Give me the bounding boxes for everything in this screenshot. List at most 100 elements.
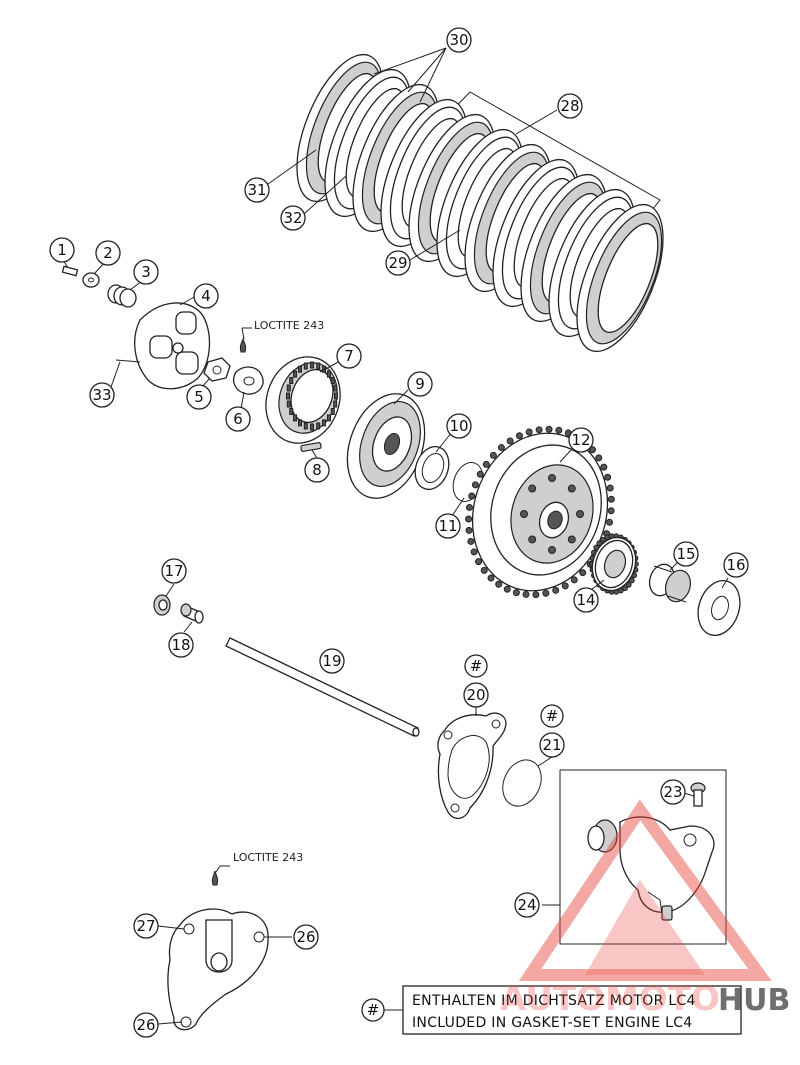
pressure-cap-screw (61, 265, 79, 277)
needle-bearing-15 (648, 563, 692, 603)
callout-number: 17 (164, 562, 183, 580)
callout-p8: 8 (304, 457, 330, 483)
callout-p2: 2 (95, 240, 121, 266)
watermark-text-right: HUB (718, 983, 790, 1018)
callout-p5: 5 (186, 384, 212, 410)
callout-number: 11 (438, 517, 457, 535)
callout-p16: 16 (723, 552, 749, 578)
clutch-plate (576, 203, 664, 353)
callout-p26b: 26 (133, 1012, 159, 1038)
clutch-disc-9 (346, 393, 426, 499)
callout-p3: 3 (133, 259, 159, 285)
washer-2 (82, 272, 100, 288)
callout-number: 26 (296, 928, 315, 946)
callout-p11: 11 (435, 513, 461, 539)
callout-number: 21 (542, 736, 561, 754)
callout-number: 15 (676, 545, 695, 563)
callout-p31: 31 (244, 177, 270, 203)
callout-number: 2 (103, 244, 113, 262)
nut-5 (203, 357, 231, 382)
callout-number: 31 (247, 181, 266, 199)
callout-p29: 29 (385, 250, 411, 276)
callout-number: 16 (726, 556, 745, 574)
gasket-20 (437, 712, 507, 819)
clutch-plate-stack (296, 53, 664, 353)
callout-number: 3 (141, 263, 151, 281)
callout-p26a: 26 (293, 924, 319, 950)
slave-cylinder-24 (587, 816, 715, 921)
callout-p14: 14 (573, 587, 599, 613)
callout-number: 6 (233, 410, 243, 428)
callout-number: 7 (344, 347, 354, 365)
hash-symbol: # (546, 707, 559, 725)
callout-number: 5 (194, 388, 204, 406)
legend-line-de: ENTHALTEN IM DICHTSATZ MOTOR LC4 (412, 993, 696, 1009)
callout-p17: 17 (161, 558, 187, 584)
callout-number: 28 (560, 97, 579, 115)
callout-number: 27 (136, 917, 155, 935)
loctite-note-bottom: LOCTITE 243 (233, 851, 303, 864)
shim-16 (697, 580, 741, 636)
callout-p33: 33 (89, 382, 115, 408)
watermark-text-left: AUTOMOTO (500, 979, 720, 1019)
push-rod-19 (225, 637, 420, 737)
callout-number: 26 (136, 1016, 155, 1034)
bushing-18 (180, 603, 204, 624)
assembly-box-24 (559, 769, 727, 945)
legend: # ENTHALTEN IM DICHTSATZ MOTOR LC4 INCLU… (361, 985, 742, 1035)
callout-p23: 23 (660, 779, 686, 805)
gasket-set-marker: # (464, 654, 488, 678)
pressure-plate-4 (134, 302, 211, 390)
callout-number: 33 (92, 386, 111, 404)
callout-number: 32 (283, 209, 302, 227)
callout-p10: 10 (446, 413, 472, 439)
callout-number: 10 (449, 417, 468, 435)
callout-p32: 32 (280, 205, 306, 231)
callout-p4: 4 (193, 283, 219, 309)
spring-8 (300, 442, 322, 452)
callout-p12: 12 (568, 427, 594, 453)
callout-p18: 18 (168, 632, 194, 658)
gear-14 (589, 533, 639, 595)
callout-number: 30 (449, 31, 468, 49)
callout-number: 24 (517, 896, 536, 914)
callout-number: 12 (571, 431, 590, 449)
callout-number: 4 (201, 287, 211, 305)
hash-symbol: # (470, 657, 483, 675)
callout-number: 14 (576, 591, 595, 609)
callout-p28: 28 (557, 93, 583, 119)
inner-clutch-hub-7 (265, 356, 341, 444)
callout-p7: 7 (336, 343, 362, 369)
cover-plate (167, 908, 269, 1031)
callout-p27: 27 (133, 913, 159, 939)
gasket-set-marker: # (540, 704, 564, 728)
pin-33 (115, 359, 141, 363)
seal-17 (153, 594, 171, 616)
callout-p21: 21 (539, 732, 565, 758)
callout-number: 18 (171, 636, 190, 654)
callout-p19: 19 (319, 648, 345, 674)
callout-p30: 30 (446, 27, 472, 53)
callout-number: 8 (312, 461, 322, 479)
callout-number: 1 (57, 241, 67, 259)
loctite-note-top: LOCTITE 243 (254, 319, 324, 332)
callout-p20: 20 (463, 682, 489, 708)
callout-number: 29 (388, 254, 407, 272)
o-ring-21 (502, 759, 542, 807)
watermark-logo: AUTOMOTO HUB (500, 799, 790, 1019)
callout-number: 20 (466, 686, 485, 704)
callout-p1: 1 (49, 237, 75, 263)
loctite-drop-bottom (211, 870, 219, 886)
callout-p24: 24 (514, 892, 540, 918)
callout-number: 9 (415, 375, 425, 393)
callout-p9: 9 (407, 371, 433, 397)
legend-hash-symbol: # (367, 1001, 380, 1019)
callout-p15: 15 (673, 541, 699, 567)
spring-3 (107, 284, 137, 308)
loctite-drop-top (239, 337, 247, 353)
bolt-23 (690, 782, 706, 807)
lock-washer-6 (232, 366, 264, 395)
callout-number: 23 (663, 783, 682, 801)
